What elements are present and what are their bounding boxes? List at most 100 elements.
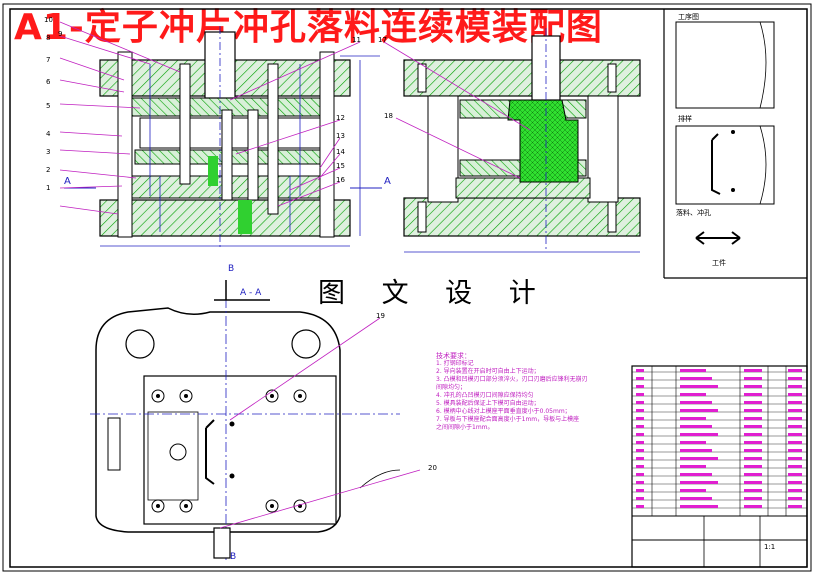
- section-view-label: A - A: [240, 288, 262, 298]
- parts-list-text-mark: [744, 473, 762, 476]
- parts-list-text-mark: [744, 457, 762, 460]
- strip-label-operation: 落料、冲孔: [676, 209, 711, 217]
- part-number-11: 11: [352, 36, 361, 44]
- parts-list-text-mark: [636, 425, 644, 428]
- parts-list-text-mark: [788, 441, 802, 444]
- parts-list-text-mark: [788, 505, 802, 508]
- section-mark-b-bottom: B: [230, 552, 237, 562]
- part-number-4: 4: [46, 130, 51, 138]
- leader-lines: [59, 21, 531, 529]
- parts-list-text-mark: [744, 425, 762, 428]
- part-number-6: 6: [46, 78, 51, 86]
- strip-label-workpiece: 工件: [712, 259, 726, 267]
- tech-item: 2. 导向装置在开启时可自由上下运动；: [436, 368, 540, 375]
- watermark-text: 图 文 设 计: [318, 278, 550, 309]
- parts-list-text-mark: [680, 385, 718, 388]
- part-number-8: 8: [46, 34, 51, 42]
- tech-item: 5. 模具装配后保证上下模可自由运动；: [436, 400, 540, 407]
- side-section-view: [403, 28, 641, 253]
- parts-list-text-mark: [788, 417, 802, 420]
- parts-list-text-mark: [636, 465, 644, 468]
- parts-list-text-mark: [636, 393, 644, 396]
- parts-list-text-mark: [744, 417, 762, 420]
- parts-list-text-mark: [680, 409, 718, 412]
- parts-list-text-mark: [636, 481, 644, 484]
- drawing-title: A1-定子冲片冲孔落料连续模装配图: [14, 7, 603, 48]
- parts-list-text-mark: [636, 417, 644, 420]
- parts-list-text-mark: [788, 481, 802, 484]
- tech-item: 3. 凸模和凹模刃口部分须淬火，刃口刃磨后应锋利无崩刃: [436, 376, 588, 383]
- inner-border: [9, 8, 808, 568]
- parts-list-text-mark: [744, 377, 762, 380]
- part-number-3: 3: [46, 148, 51, 156]
- parts-list-text-mark: [636, 449, 644, 452]
- parts-list-text-mark: [788, 409, 802, 412]
- part-number-19: 19: [376, 312, 385, 320]
- parts-list-text-mark: [636, 385, 644, 388]
- parts-list-text-mark: [680, 425, 712, 428]
- parts-list-text-mark: [788, 465, 802, 468]
- part-number-12: 12: [336, 114, 345, 122]
- parts-list-text-mark: [788, 433, 802, 436]
- parts-list-text-mark: [744, 481, 762, 484]
- parts-list-text-mark: [788, 401, 802, 404]
- parts-list-text-mark: [744, 489, 762, 492]
- parts-list-text-mark: [680, 393, 706, 396]
- parts-list-text-mark: [788, 425, 802, 428]
- outer-border: [2, 3, 812, 572]
- parts-list-text-mark: [680, 377, 712, 380]
- parts-list-text-mark: [788, 369, 802, 372]
- section-mark-a-right: A: [384, 176, 391, 187]
- parts-list-rows: [632, 371, 807, 509]
- parts-list-text-mark: [744, 449, 762, 452]
- plan-view: [90, 280, 401, 560]
- part-number-10: 10: [44, 16, 53, 24]
- tech-item: 7. 导板与下模座配合面高度小于1mm，导板与上模座: [436, 416, 580, 423]
- parts-list-text-mark: [680, 457, 718, 460]
- tech-item: 4. 冲孔的凸凹模刃口间隙应保持均匀: [436, 392, 534, 399]
- parts-list-text-mark: [788, 489, 802, 492]
- parts-list-text-mark: [788, 377, 802, 380]
- parts-list-text-mark: [744, 369, 762, 372]
- parts-list-text-mark: [636, 401, 644, 404]
- tech-heading: 技术要求：: [436, 352, 471, 360]
- parts-list-text-mark: [744, 433, 762, 436]
- parts-list-text-mark: [636, 433, 644, 436]
- parts-list-text-mark: [680, 489, 706, 492]
- parts-list-text-mark: [744, 465, 762, 468]
- strip-label-layout: 排样: [678, 115, 692, 123]
- parts-list-text-mark: [636, 441, 644, 444]
- tech-item: 之间间隙小于1mm。: [436, 424, 494, 431]
- title-block: [631, 365, 808, 568]
- strip-layout-panel: [663, 9, 807, 279]
- part-number-1: 1: [46, 184, 51, 192]
- tech-item: 6. 模柄中心线对上模座平面垂直度小于0.05mm；: [436, 408, 571, 415]
- technical-requirements: 技术要求： 1. 打钢印标记 2. 导向装置在开启时可自由上下运动； 3. 凸模…: [436, 352, 588, 432]
- part-number-16: 16: [336, 176, 345, 184]
- parts-list-text-mark: [680, 465, 706, 468]
- part-number-13: 13: [336, 132, 345, 140]
- part-number-15: 15: [336, 162, 345, 170]
- parts-list-text-mark: [680, 369, 706, 372]
- parts-list-text-mark: [788, 497, 802, 500]
- part-number-9: 9: [58, 30, 63, 38]
- parts-list-text-mark: [636, 369, 644, 372]
- parts-list-text-mark: [744, 497, 762, 500]
- parts-list-text-mark: [788, 457, 802, 460]
- section-mark-b-top: B: [228, 264, 235, 274]
- parts-list-text-mark: [680, 473, 712, 476]
- part-number-20: 20: [428, 464, 437, 472]
- tech-item: 1. 打钢印标记: [436, 360, 474, 367]
- parts-list-text-mark: [744, 441, 762, 444]
- parts-list-text-mark: [680, 505, 718, 508]
- parts-list-text-mark: [744, 409, 762, 412]
- parts-list-text-mark: [788, 385, 802, 388]
- parts-list-text-mark: [680, 481, 718, 484]
- part-number-14: 14: [336, 148, 345, 156]
- parts-list-text-mark: [680, 441, 706, 444]
- parts-list-text-mark: [744, 505, 762, 508]
- parts-list-text-mark: [788, 473, 802, 476]
- parts-list-text-mark: [744, 393, 762, 396]
- part-number-2: 2: [46, 166, 51, 174]
- part-number-7: 7: [46, 56, 51, 64]
